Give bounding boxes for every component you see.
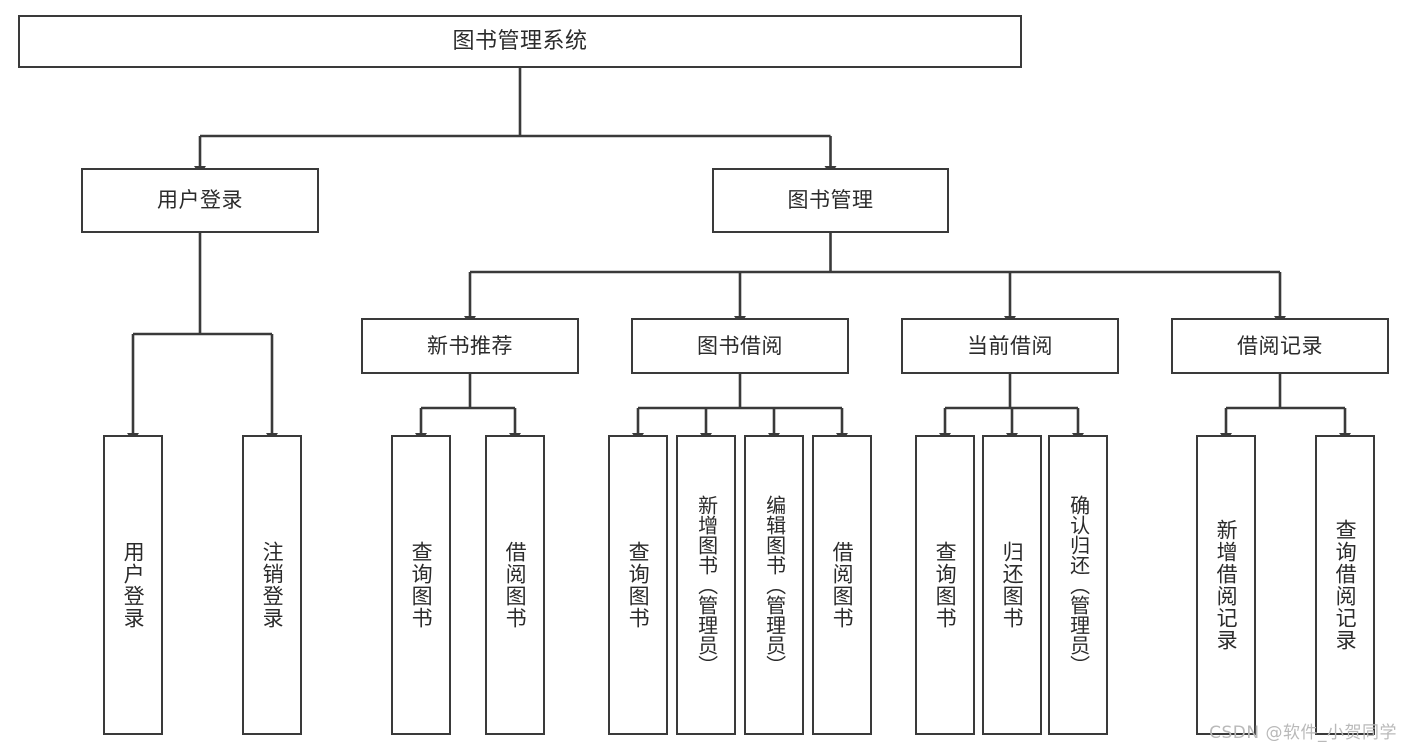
node-leaf-return-book-label: 归还图书 [1000, 541, 1025, 629]
node-book-manage[interactable]: 图书管理 [712, 168, 949, 233]
node-leaf-query-record[interactable]: 查询借阅记录 [1315, 435, 1375, 735]
node-current-borrow-label: 当前借阅 [967, 333, 1053, 358]
node-leaf-query-book-3[interactable]: 查询图书 [915, 435, 975, 735]
node-new-book-rec-label: 新书推荐 [427, 333, 513, 358]
node-book-borrow[interactable]: 图书借阅 [631, 318, 849, 374]
node-book-manage-label: 图书管理 [787, 188, 874, 213]
node-leaf-query-book-2-label: 查询图书 [626, 541, 651, 629]
node-new-book-rec[interactable]: 新书推荐 [361, 318, 579, 374]
node-leaf-query-book-2[interactable]: 查询图书 [608, 435, 668, 735]
node-leaf-query-book-3-label: 查询图书 [933, 541, 958, 629]
node-current-borrow[interactable]: 当前借阅 [901, 318, 1119, 374]
node-leaf-confirm-return-label: 确认归还（管理员） [1066, 495, 1091, 675]
node-leaf-user-login-label: 用户登录 [121, 541, 146, 629]
node-leaf-user-logout-label: 注销登录 [260, 541, 285, 629]
node-leaf-user-logout[interactable]: 注销登录 [242, 435, 302, 735]
node-leaf-confirm-return[interactable]: 确认归还（管理员） [1048, 435, 1108, 735]
node-leaf-edit-book-label: 编辑图书（管理员） [762, 495, 787, 675]
node-leaf-add-book-label: 新增图书（管理员） [694, 495, 719, 675]
node-borrow-record[interactable]: 借阅记录 [1171, 318, 1389, 374]
node-user-login[interactable]: 用户登录 [81, 168, 319, 233]
node-leaf-edit-book[interactable]: 编辑图书（管理员） [744, 435, 804, 735]
node-leaf-borrow-book-2[interactable]: 借阅图书 [812, 435, 872, 735]
node-root[interactable]: 图书管理系统 [18, 15, 1022, 68]
node-leaf-borrow-book-1-label: 借阅图书 [503, 541, 528, 629]
node-leaf-add-record[interactable]: 新增借阅记录 [1196, 435, 1256, 735]
node-leaf-user-login[interactable]: 用户登录 [103, 435, 163, 735]
node-leaf-add-record-label: 新增借阅记录 [1214, 519, 1239, 651]
node-leaf-query-book-1-label: 查询图书 [409, 541, 434, 629]
node-leaf-return-book[interactable]: 归还图书 [982, 435, 1042, 735]
node-book-borrow-label: 图书借阅 [697, 333, 783, 358]
node-leaf-query-book-1[interactable]: 查询图书 [391, 435, 451, 735]
node-leaf-add-book[interactable]: 新增图书（管理员） [676, 435, 736, 735]
node-leaf-borrow-book-1[interactable]: 借阅图书 [485, 435, 545, 735]
node-user-login-label: 用户登录 [157, 188, 243, 213]
node-leaf-borrow-book-2-label: 借阅图书 [830, 541, 855, 629]
node-borrow-record-label: 借阅记录 [1237, 333, 1323, 358]
watermark-text: CSDN @软件_小贺同学 [1209, 723, 1397, 743]
node-leaf-query-record-label: 查询借阅记录 [1333, 519, 1358, 651]
node-root-label: 图书管理系统 [452, 28, 588, 54]
